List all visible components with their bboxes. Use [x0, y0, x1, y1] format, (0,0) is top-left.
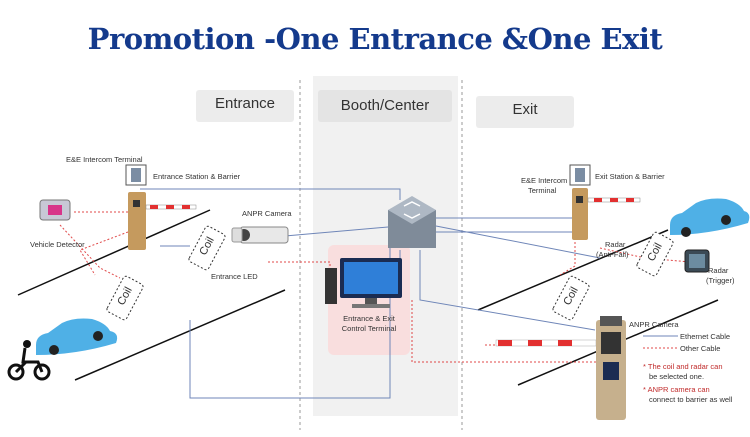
control-terminal-monitor-icon	[325, 258, 402, 308]
exit-anpr-kiosk-icon	[495, 316, 626, 420]
entrance-station-icon	[128, 192, 197, 250]
legend-note-2a: * ANPR camera can	[643, 385, 710, 394]
exit-intercom-label-1: E&E Intercom	[521, 176, 568, 185]
control-terminal-label-2: Control Terminal	[341, 324, 397, 333]
legend-note-2b: connect to barrier as well	[649, 395, 733, 404]
vehicle-detector-icon	[39, 199, 71, 221]
control-terminal-label-1: Entrance & Exit	[343, 314, 395, 323]
exit-intercom-label-2: Terminal	[528, 186, 557, 195]
entrance-zone-header: Entrance	[196, 90, 294, 122]
entrance-intercom-icon	[125, 164, 147, 186]
exit-anpr-label: ANPR Camera	[629, 320, 679, 329]
exit-station-icon	[572, 188, 641, 240]
entrance-anpr-label: ANPR Camera	[242, 209, 292, 218]
exit-zone-header: Exit	[476, 96, 574, 128]
entrance-led-label: Entrance LED	[211, 272, 258, 281]
radar-trigger-icon	[684, 249, 710, 273]
entrance-road-edge-bottom	[74, 289, 286, 381]
coil-4	[552, 275, 590, 321]
coil-3	[636, 231, 674, 277]
entrance-station-label: Entrance Station & Barrier	[153, 172, 241, 181]
entrance-anpr-camera-icon	[231, 226, 289, 244]
exit-intercom-icon	[569, 164, 591, 186]
legend-ethernet-label: Ethernet Cable	[680, 332, 731, 341]
motorcycle-icon	[7, 340, 51, 381]
legend-note-1a: * The coil and radar can	[643, 362, 723, 371]
booth-zone-header: Booth/Center	[318, 90, 452, 122]
legend-other-label: Other Cable	[680, 344, 721, 353]
radar-trigger-label-2: (Trigger)	[706, 276, 735, 285]
radar-antifall-label-1: Radar	[605, 240, 626, 249]
radar-trigger-label-1: Radar	[708, 266, 729, 275]
network-switch-icon	[388, 196, 436, 248]
legend-note-1b: be selected one.	[649, 372, 705, 381]
page-title: Promotion -One Entrance &One Exit	[87, 22, 663, 56]
entrance-car-icon	[36, 318, 118, 355]
exit-station-label: Exit Station & Barrier	[595, 172, 665, 181]
exit-road-edge-top	[477, 229, 669, 311]
radar-antifall-label-2: (Anti-Fall)	[596, 250, 629, 259]
entrance-road-edge-top	[17, 209, 211, 296]
coil-2	[106, 275, 144, 321]
coil-1	[188, 225, 226, 271]
exit-car-icon	[670, 198, 750, 237]
ethernet-cables	[140, 188, 601, 399]
vehicle-detector-label: Vehicle Detector	[30, 240, 85, 249]
entrance-intercom-label: E&E Intercom Terminal	[66, 155, 143, 164]
